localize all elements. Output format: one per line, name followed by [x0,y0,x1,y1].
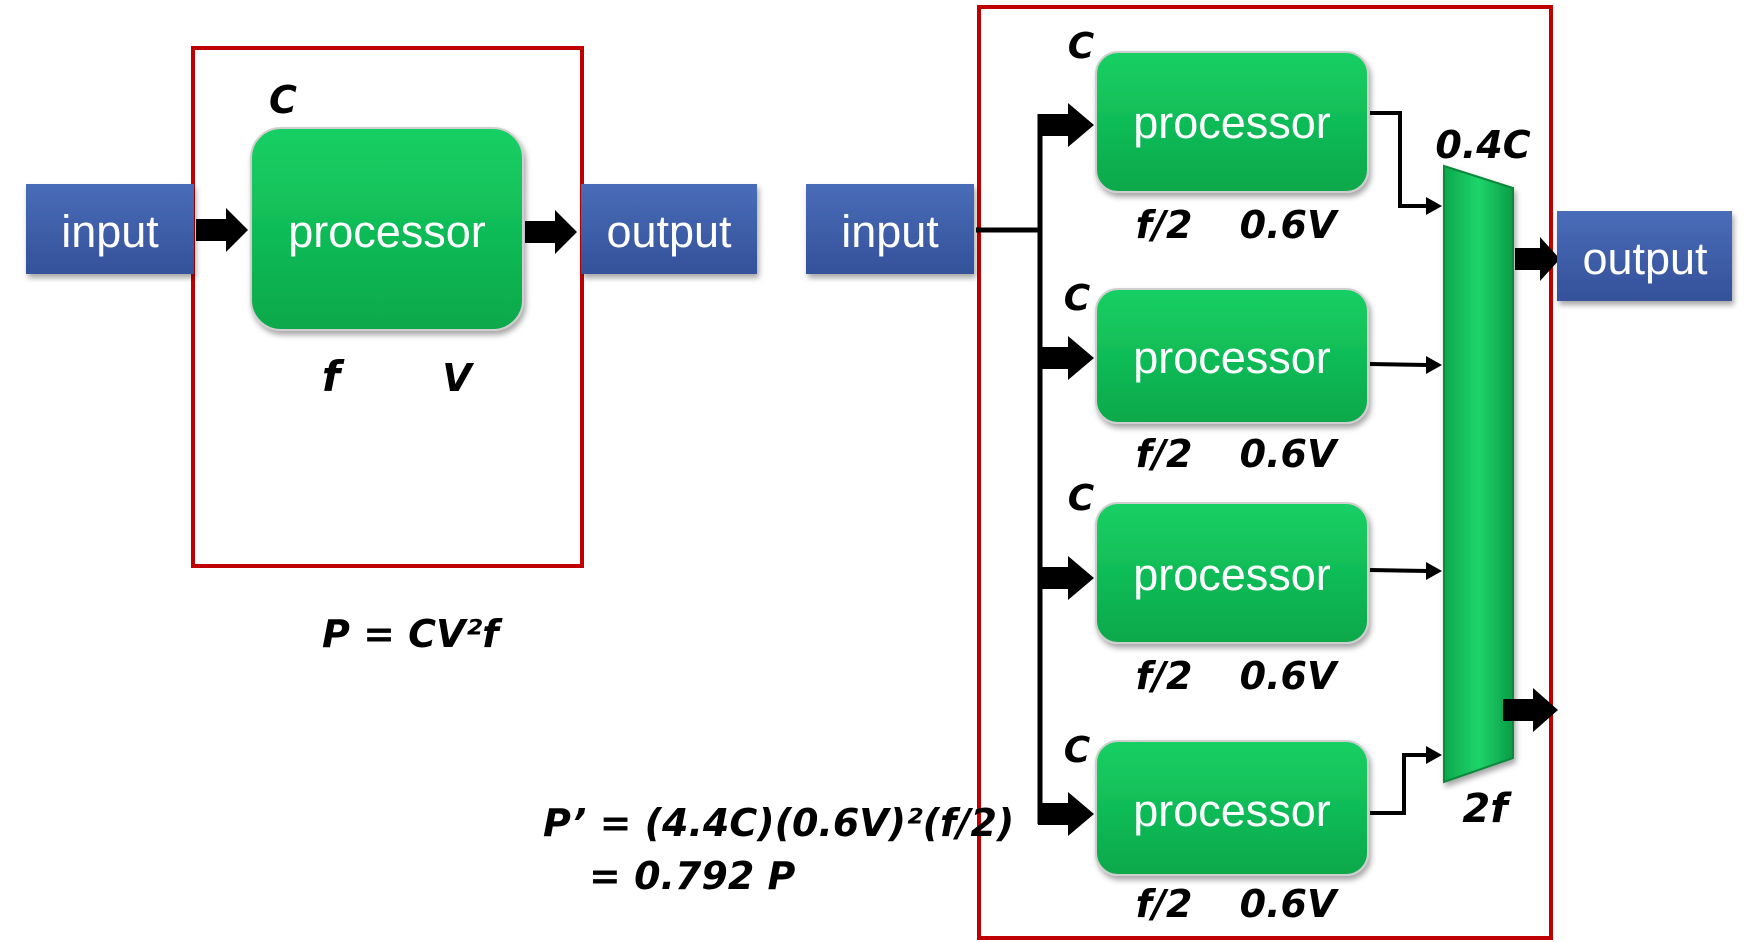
processor-label: processor [1133,785,1331,836]
processor-label: processor [1133,97,1331,148]
mux-input-wires [1369,111,1429,815]
processor-block [1095,288,1369,424]
single-output-label: output [606,206,732,257]
single-output-box: output [581,184,757,274]
processor-freq-label: f/2 [1136,432,1193,476]
single-output-arrow [525,210,577,254]
parallel-processor-unit: processor C f/2 0.6V [1038,730,1369,926]
parallel-processor-unit: processor C f/2 0.6V [1038,478,1369,698]
processor-input-arrow [1038,103,1094,147]
parallel-input-box: input [806,184,974,274]
processor-block [1095,51,1369,193]
processor-freq-label: f/2 [1136,654,1193,698]
parallel-output-box: output [1557,211,1732,301]
single-system-frame [191,46,584,568]
processor-freq-label: f/2 [1136,203,1193,247]
parallel-power-equation-line1: P’ = (4.4C)(0.6V)²(f/2) [543,801,1014,845]
single-power-equation: P = CV²f [322,612,503,656]
processor-label: processor [1133,549,1331,600]
processor-cap-label: C [1064,278,1091,319]
single-processor-system: input processor output C f V P = CV²f [26,46,757,656]
processor-input-arrow [1038,556,1094,600]
single-volt-label: V [442,356,474,400]
mux-output-arrow [1515,237,1560,281]
processor-freq-label: f/2 [1136,882,1193,926]
processor-volt-label: 0.6V [1240,654,1339,698]
single-processor-label: processor [288,206,486,257]
single-input-arrow [196,208,248,252]
processor-label: processor [1133,332,1331,383]
processor-cap-label: C [1068,26,1095,67]
processor-cap-label: C [1068,478,1095,519]
parallel-output-label: output [1582,233,1708,284]
single-input-box: input [26,184,194,274]
single-freq-label: f [322,352,345,401]
multiplexer-block [1443,164,1514,784]
processor-input-arrow [1038,792,1094,836]
processor-block [1095,502,1369,644]
mux-side-output-arrow [1503,688,1558,732]
single-input-label: input [61,206,159,257]
processor-volt-label: 0.6V [1240,882,1339,926]
single-processor-block: processor [250,127,524,331]
processor-block [1095,740,1369,876]
processor-volt-label: 0.6V [1240,203,1339,247]
mux-freq-label: 2f [1462,786,1512,832]
mux-cap-label: 0.4C [1435,123,1530,167]
processor-cap-label: C [1064,730,1091,771]
parallel-input-label: input [841,206,939,257]
processor-volt-label: 0.6V [1240,432,1339,476]
parallel-processor-unit: processor C f/2 0.6V [1038,278,1369,476]
input-distribution-bus [976,114,1043,824]
parallel-processor-system: input processor C f/2 0.6V processor C f… [543,5,1732,940]
mux-input-arrowheads [1426,197,1442,764]
processor-input-arrow [1038,336,1094,380]
parallel-processor-unit: processor C f/2 0.6V [1038,26,1369,247]
single-cap-label: C [269,78,297,122]
parallel-power-equation-line2: = 0.792 P [589,854,795,898]
parallel-system-frame [977,5,1553,940]
